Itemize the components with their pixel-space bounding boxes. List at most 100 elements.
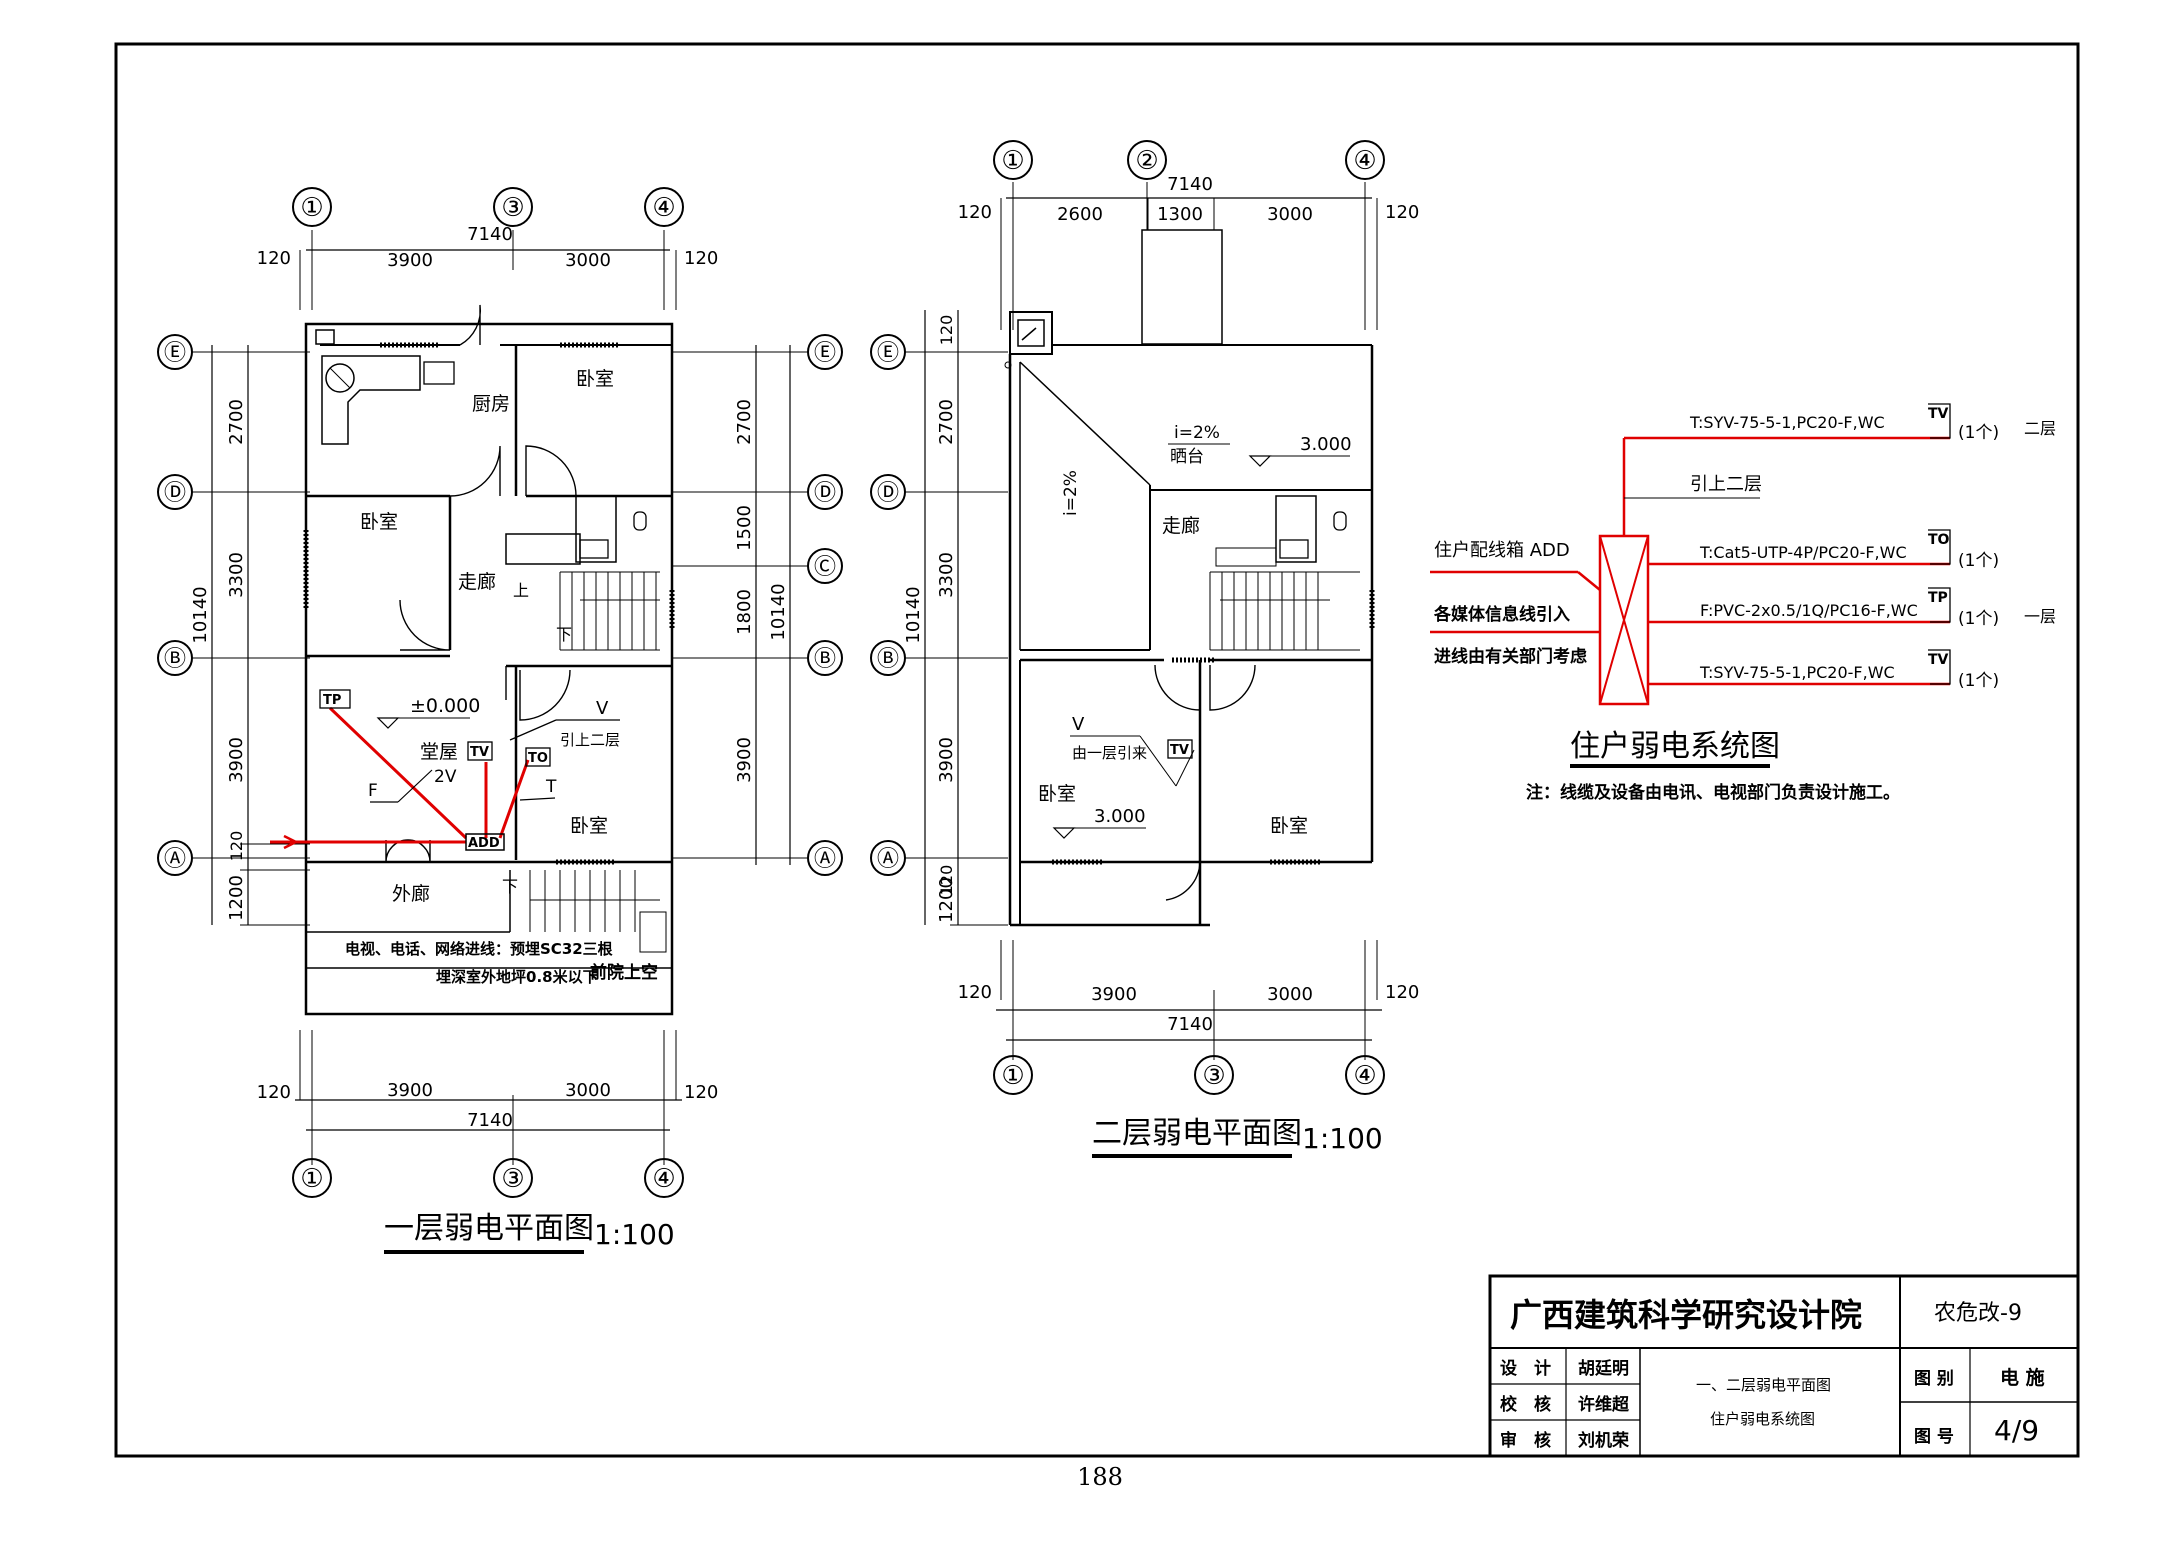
p1-2v-label: 2V xyxy=(434,767,457,787)
p2-dim-left-1: 2700 xyxy=(936,399,957,445)
p2-b-dim-l: 120 xyxy=(958,982,992,1003)
p1-stair-down: 下 xyxy=(556,625,572,644)
p1-f-label: F xyxy=(368,781,378,801)
p1-room-labels: 厨房 卧室 卧室 走廊 堂屋 卧室 外廊 上 下 下 ±0.000 xyxy=(360,368,614,905)
p1-axis-a: Ⓐ xyxy=(164,847,186,872)
sys-dev-2: TO xyxy=(1928,532,1950,548)
p1-axis-4: ④ xyxy=(652,193,675,223)
p2-dim-a: 2600 xyxy=(1057,204,1103,225)
p1-dim-right-0: 2700 xyxy=(734,399,755,445)
p1-axis-e: Ⓔ xyxy=(164,341,186,366)
p1-bedroom-se: 卧室 xyxy=(570,815,608,837)
sheet-border xyxy=(114,42,2080,1458)
tb-review-name: 刘机荣 xyxy=(1578,1430,1629,1451)
sys-dev-1: TV xyxy=(1928,406,1949,422)
p1-stair-up: 上 xyxy=(513,581,529,600)
sys-title: 住户弱电系统图 xyxy=(1570,729,1780,764)
sys-floor-3: 一层 xyxy=(2024,607,2056,626)
p1-b-axis-1: ① xyxy=(300,1164,323,1194)
p1-v-label: V xyxy=(596,698,609,719)
p2-walls xyxy=(1004,311,1375,927)
p1-note-2: 埋深室外地坪0.8米以下 xyxy=(436,968,598,986)
sys-up-label: 引上二层 xyxy=(1690,474,1762,495)
p1-title: 一层弱电平面图 xyxy=(384,1211,594,1246)
tb-drawing-title-1: 一、二层弱电平面图 xyxy=(1696,1376,1831,1394)
p1-axis-left: Ⓔ Ⓓ Ⓑ Ⓐ 10140 2700 3300 3900 120 1200 xyxy=(157,334,310,926)
p1-corridor: 走廊 xyxy=(458,571,496,593)
p1-porch-down: 下 xyxy=(502,877,518,896)
p1-dim-b: 3000 xyxy=(565,250,611,271)
p2-dim-l: 120 xyxy=(958,202,992,223)
system-diagram: T:SYV-75-5-1,PC20-F,WC 引上二层 T:Cat5-UTP-4… xyxy=(1430,403,2056,803)
sys-in-1: 各媒体信息线引入 xyxy=(1433,604,1570,625)
p1-dim-l: 120 xyxy=(257,248,291,269)
p2-dim-left-5: 1200 xyxy=(936,877,957,923)
p1-axis-1: ① xyxy=(300,193,323,223)
p2-bedroom-e: 卧室 xyxy=(1270,815,1308,837)
sys-in-2: 进线由有关部门考虑 xyxy=(1434,646,1587,667)
tb-design-label: 设 计 xyxy=(1500,1358,1551,1379)
p2-slope-1: i=2% xyxy=(1174,423,1220,443)
title-block: 广西建筑科学研究设计院 农危改-9 设 计 胡廷明 校 核 许维超 审 核 刘机… xyxy=(1488,1274,2080,1458)
sys-box-label: 住户配线箱 ADD xyxy=(1434,540,1570,561)
p1-axis-r-c: Ⓒ xyxy=(814,555,836,580)
p1-dim-right-total: 10140 xyxy=(768,583,789,640)
sys-floor-1: 二层 xyxy=(2024,419,2056,438)
tb-institute: 广西建筑科学研究设计院 xyxy=(1510,1296,1862,1334)
tb-cat-label: 图 别 xyxy=(1914,1369,1954,1389)
first-floor-plan: ① ③ ④ 7140 120 3900 3000 120 Ⓔ Ⓓ Ⓑ xyxy=(157,187,843,1254)
p1-to-outlet: TO xyxy=(528,751,548,766)
p1-axis-r-a: Ⓐ xyxy=(814,847,836,872)
p2-axis-top: ① ② ④ 7140 120 2600 1300 3000 120 xyxy=(958,140,1419,345)
p1-axis-b: Ⓑ xyxy=(164,647,186,672)
p1-dim-right-2: 1800 xyxy=(734,589,755,635)
p1-note-3: 前院上空 xyxy=(590,962,658,983)
p2-elev-1: 3.000 xyxy=(1300,434,1352,455)
tb-drawing-title-2: 住户弱电系统图 xyxy=(1710,1410,1815,1428)
p2-axis-b: Ⓑ xyxy=(877,647,899,672)
tb-cat-value: 电 施 xyxy=(2000,1366,2045,1389)
tb-code: 农危改-9 xyxy=(1934,1301,2022,1326)
p1-axis-r-e: Ⓔ xyxy=(814,341,836,366)
p2-elev-2: 3.000 xyxy=(1094,806,1146,827)
p2-b-axis-1: ① xyxy=(1001,1061,1024,1091)
p2-axis-4: ④ xyxy=(1353,146,1376,176)
sys-devices: TV (1个) 二层 TO (1个) TP (1个) 一层 TV (1个) xyxy=(1928,403,2056,691)
p1-up-to-2f: 引上二层 xyxy=(560,731,620,749)
p1-tp-outlet: TP xyxy=(323,693,341,708)
p1-b-axis-3: ③ xyxy=(501,1164,524,1194)
p2-balcony: 晒台 xyxy=(1170,447,1204,467)
p1-axis-d: Ⓓ xyxy=(164,481,186,506)
p1-dim-left-4: 1200 xyxy=(226,875,247,921)
p2-axis-e: Ⓔ xyxy=(877,341,899,366)
p1-axis-right: Ⓔ Ⓓ Ⓒ Ⓑ Ⓐ 2700 1500 1800 3900 10140 xyxy=(672,334,843,876)
p1-dim-left-total: 10140 xyxy=(190,586,211,643)
p1-hall: 堂屋 xyxy=(420,741,458,763)
p2-axis-bottom: 120 3900 3000 120 7140 ① ③ ④ xyxy=(958,940,1419,1095)
sys-count-2: (1个) xyxy=(1958,551,1999,571)
p1-note-1: 电视、电话、网络进线：预埋SC32三根 xyxy=(345,940,613,958)
p2-dim-c: 3000 xyxy=(1267,204,1313,225)
p1-elevation: ±0.000 xyxy=(410,695,480,717)
p1-dim-left-2: 3900 xyxy=(226,737,247,783)
p1-dim-left-3: 120 xyxy=(227,831,246,862)
p1-dim-left-1: 3300 xyxy=(226,552,247,598)
p1-axis-top: ① ③ ④ 7140 120 3900 3000 120 xyxy=(257,187,718,310)
sys-count-4: (1个) xyxy=(1958,671,1999,691)
p2-b-axis-3: ③ xyxy=(1202,1061,1225,1091)
p2-b-dim-total: 7140 xyxy=(1167,1014,1213,1035)
p2-bedroom-w: 卧室 xyxy=(1038,783,1076,805)
p1-b-dim-a: 3900 xyxy=(387,1080,433,1101)
p2-axis-left: Ⓔ Ⓓ Ⓑ Ⓐ 120 2700 3300 3900 120 1200 1014… xyxy=(870,310,1008,926)
p2-dim-left-4: 120 xyxy=(937,865,956,896)
p2-b-axis-4: ④ xyxy=(1353,1061,1376,1091)
p2-v-label: V xyxy=(1072,714,1085,735)
p2-dim-left-0: 120 xyxy=(937,315,956,346)
p1-dim-total: 7140 xyxy=(467,224,513,245)
p2-dim-left-3: 3900 xyxy=(936,737,957,783)
p1-dim-left-0: 2700 xyxy=(226,399,247,445)
sys-count-1: (1个) xyxy=(1958,423,1999,443)
p2-axis-2: ② xyxy=(1135,146,1158,176)
p1-axis-3: ③ xyxy=(501,193,524,223)
